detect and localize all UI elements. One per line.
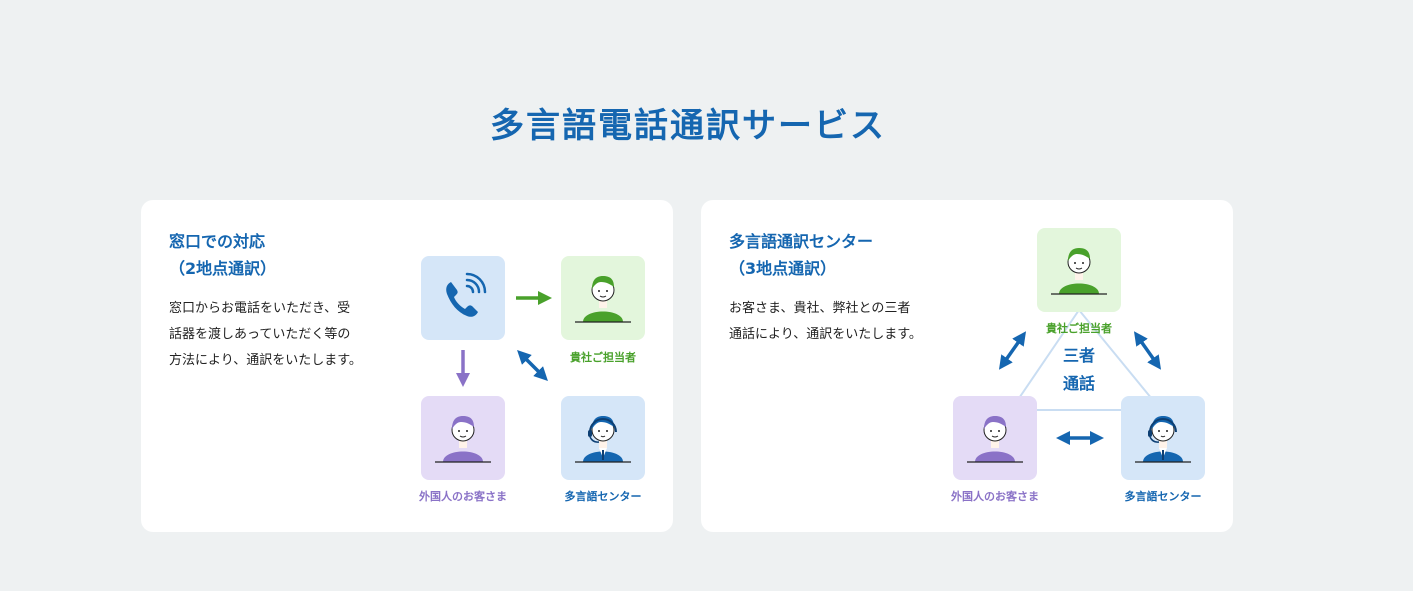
connection-arrows [456, 291, 552, 387]
staff-label: 貴社ご担当者 [1046, 322, 1112, 335]
card-description-line: 窓口からお電話をいただき、受 [169, 301, 351, 316]
arrow-staff-customer [998, 331, 1027, 370]
card-heading-line: （2地点通訳） [169, 259, 277, 278]
card-description-line: お客さま、貴社、弊社との三者 [729, 301, 911, 316]
staff-tile [561, 256, 645, 340]
card-two-point-interpretation: 窓口での対応 （2地点通訳） 窓口からお電話をいただき、受 話器を渡しあっていた… [141, 200, 673, 532]
customer-label: 外国人のお客さま [951, 490, 1039, 503]
card-description: 窓口からお電話をいただき、受 話器を渡しあっていただく等の 方法により、通訳をい… [169, 296, 379, 374]
card-heading: 多言語通訳センター （3地点通訳） [729, 228, 873, 282]
center-tile [1121, 396, 1205, 480]
customer-tile [953, 396, 1037, 480]
three-way-call-text: 三者 通話 [1049, 342, 1109, 398]
center-text-line: 三者 [1062, 346, 1095, 365]
phone-icon [446, 272, 487, 317]
person-icon [435, 416, 491, 463]
operator-headset-icon [575, 416, 631, 463]
card-description: お客さま、貴社、弊社との三者 通話により、通訳をいたします。 [729, 296, 939, 348]
card-description-line: 話器を渡しあっていただく等の [169, 327, 351, 342]
three-way-connection [998, 308, 1164, 445]
person-icon [1051, 248, 1107, 295]
center-label: 多言語センター [564, 490, 642, 503]
card-description-line: 通話により、通訳をいたします。 [729, 327, 922, 342]
center-tile [561, 396, 645, 480]
operator-headset-icon [1135, 416, 1191, 463]
arrow-staff-center [1133, 331, 1162, 370]
connection-triangle [1009, 308, 1164, 411]
card-heading: 窓口での対応 （2地点通訳） [169, 228, 276, 282]
page-title: 多言語電話通訳サービス [490, 106, 886, 146]
card-three-point-interpretation: 多言語通訳センター （3地点通訳） お客さま、貴社、弊社との三者 通話により、通… [701, 200, 1233, 532]
person-icon [967, 416, 1023, 463]
customer-tile [421, 396, 505, 480]
card-heading-line: 窓口での対応 [169, 232, 266, 251]
staff-tile [1037, 228, 1121, 312]
customer-label: 外国人のお客さま [419, 490, 507, 503]
arrow-staff-to-center [517, 350, 548, 381]
card-description-line: 方法により、通訳をいたします。 [169, 353, 362, 368]
center-label: 多言語センター [1124, 490, 1202, 503]
center-text-line: 通話 [1062, 374, 1095, 393]
card-heading-line: 多言語通訳センター [729, 232, 874, 251]
card-heading-line: （3地点通訳） [729, 259, 837, 278]
phone-tile [421, 256, 505, 340]
person-icon [575, 276, 631, 323]
staff-label: 貴社ご担当者 [570, 351, 636, 364]
